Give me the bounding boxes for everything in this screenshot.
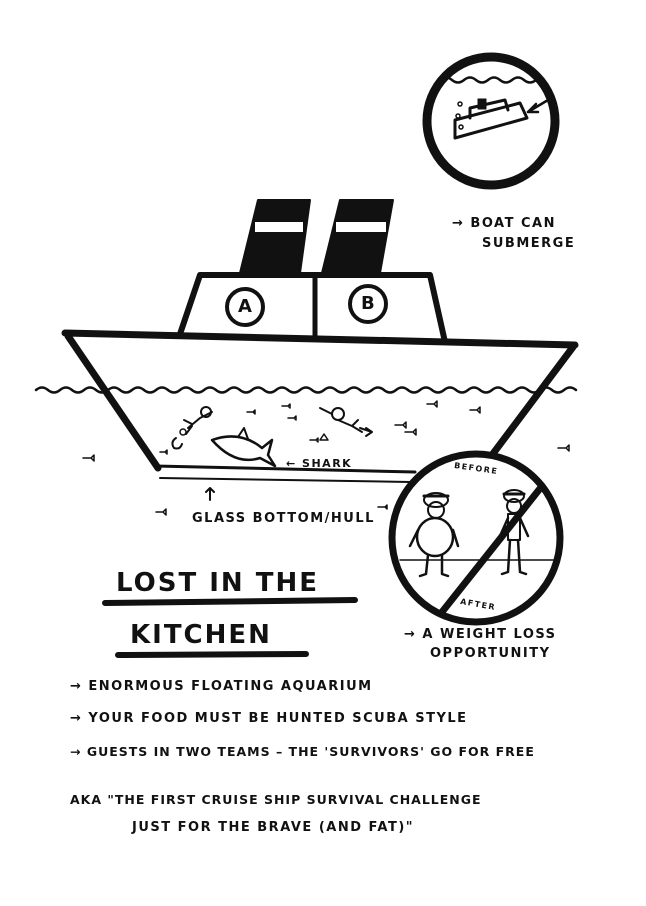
ship-cabin	[177, 272, 448, 345]
glass-bottom-label: GLASS BOTTOM/HULL	[192, 511, 375, 526]
weight-loss-label-1: → A WEIGHT LOSS	[404, 627, 557, 642]
water-line	[34, 386, 578, 394]
small-fish	[82, 400, 570, 516]
funnel-right	[321, 199, 394, 274]
bullet-2: → YOUR FOOD MUST BE HUNTED SCUBA STYLE	[70, 711, 468, 726]
ship-funnels	[239, 199, 394, 274]
bullet-1: → ENORMOUS FLOATING AQUARIUM	[70, 679, 373, 694]
boat-submerge-label-1: → BOAT CAN	[452, 216, 556, 231]
inset-bubble	[457, 101, 463, 107]
funnel-left	[239, 199, 311, 274]
aka-line-1: AKA "THE FIRST CRUISE SHIP SURVIVAL CHAL…	[70, 792, 482, 807]
team-b-label: B	[361, 293, 375, 314]
glass-arrow	[205, 487, 215, 501]
funnel-left-band	[255, 222, 303, 232]
page-title-line-2: KITCHEN	[130, 620, 272, 650]
ship-hull	[61, 329, 579, 483]
title-underline-1	[102, 597, 358, 606]
shark	[210, 427, 277, 468]
before-after-inset	[388, 450, 564, 626]
hull-right	[488, 343, 577, 459]
title-underline-2	[115, 651, 309, 658]
team-b-circle	[348, 284, 388, 324]
before-figure	[408, 492, 460, 578]
inset-bubble	[455, 113, 461, 119]
hull-left	[64, 332, 162, 472]
inset-boat-funnel	[477, 98, 487, 110]
boat-submerge-label-2: SUBMERGE	[482, 236, 576, 251]
hull-glass-bottom	[159, 477, 411, 483]
bullet-3: → GUESTS IN TWO TEAMS – THE 'SURVIVORS' …	[70, 744, 535, 759]
funnel-right-band	[336, 222, 386, 232]
shark-fin	[237, 427, 249, 440]
weight-loss-label-2: OPPORTUNITY	[430, 646, 551, 661]
hull-bottom	[153, 464, 417, 474]
hook	[171, 428, 187, 450]
team-a-label: A	[238, 296, 252, 317]
before-after-slash	[438, 482, 546, 616]
inset-bubble	[458, 124, 464, 130]
diver-left	[183, 406, 213, 435]
diver-right	[319, 407, 373, 437]
hull-top	[61, 329, 579, 349]
inset-circle	[422, 52, 560, 190]
aka-line-2: JUST FOR THE BRAVE (AND FAT)"	[132, 820, 415, 835]
page-title-line-1: LOST IN THE	[116, 568, 319, 598]
inset-arrow	[526, 98, 550, 114]
shark-label: ← SHARK	[286, 457, 353, 470]
team-a-circle	[225, 287, 265, 327]
inset-boat-cabin	[468, 98, 510, 120]
shark-body	[210, 435, 277, 468]
after-figure	[498, 489, 530, 576]
inset-water-line	[438, 76, 538, 84]
before-after-circle	[388, 450, 564, 626]
submerge-inset	[422, 52, 560, 190]
inset-boat-hull	[453, 101, 529, 140]
